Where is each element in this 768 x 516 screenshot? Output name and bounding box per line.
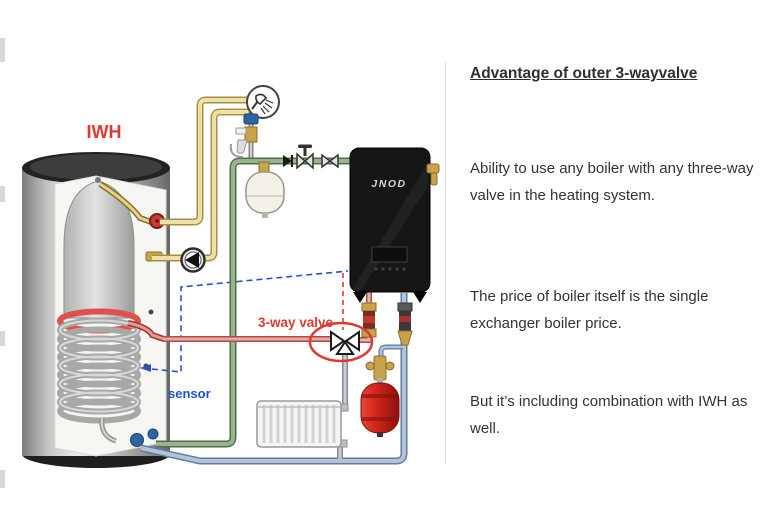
radiator bbox=[256, 400, 349, 448]
circulation-pump bbox=[180, 247, 206, 273]
expansion-tee-pipe bbox=[378, 344, 403, 356]
advantage-paragraph-3: But it’s including combination with IWH … bbox=[470, 393, 748, 437]
sensor-wire-dashed bbox=[140, 270, 349, 373]
sensor-pocket-upper bbox=[148, 309, 154, 315]
tank-label: IWH bbox=[87, 122, 122, 142]
diagram-svg: JNOD bbox=[22, 85, 440, 468]
heating-system-diagram: JNOD bbox=[22, 85, 440, 468]
red-expansion-vessel bbox=[360, 355, 400, 437]
dhw-pipe-hot bbox=[160, 96, 252, 226]
scan-edge-artifact bbox=[0, 331, 5, 346]
internal-dhw-pipe bbox=[98, 181, 156, 226]
white-expansion-vessel bbox=[245, 161, 285, 218]
boiler-side-fitting bbox=[426, 163, 440, 174]
heating-return-pipe bbox=[140, 293, 408, 465]
advantage-paragraph-1: Ability to use any boiler with any three… bbox=[470, 160, 754, 204]
sensor-label: sensor bbox=[168, 386, 211, 401]
valve-highlight-ellipse bbox=[308, 321, 374, 363]
scan-edge-artifact bbox=[0, 38, 5, 62]
coil-flow-exit bbox=[127, 320, 165, 342]
boiler-display bbox=[371, 246, 408, 263]
heat-exchanger-coil bbox=[57, 308, 141, 424]
three-way-valve bbox=[308, 321, 374, 363]
panel-separator bbox=[445, 62, 446, 464]
cold-water-pipe bbox=[156, 157, 352, 448]
scan-edge-artifact bbox=[0, 470, 5, 488]
coil-return-stub bbox=[99, 417, 117, 444]
iwh-tank bbox=[22, 152, 170, 468]
tank-bottom-fitting-green bbox=[147, 428, 159, 440]
boiler-brand-text: JNOD bbox=[371, 178, 406, 190]
return-filter-valve bbox=[397, 302, 413, 346]
gate-valve bbox=[296, 144, 314, 170]
pressure-relief-valve bbox=[229, 113, 259, 158]
check-valve bbox=[283, 155, 293, 167]
advantage-paragraph-2: The price of boiler itself is the single… bbox=[470, 288, 709, 332]
panel-title: Advantage of outer 3-wayvalve bbox=[470, 65, 698, 82]
shower-icon bbox=[246, 85, 280, 119]
shutoff-valve bbox=[321, 153, 339, 169]
scan-edge-artifact bbox=[0, 186, 5, 202]
dhw-pipe-circulation bbox=[152, 108, 252, 262]
valve-label: 3-way valve bbox=[258, 315, 334, 330]
tank-bottom-fitting-blue bbox=[130, 433, 144, 447]
jnod-boiler: JNOD bbox=[349, 147, 440, 303]
